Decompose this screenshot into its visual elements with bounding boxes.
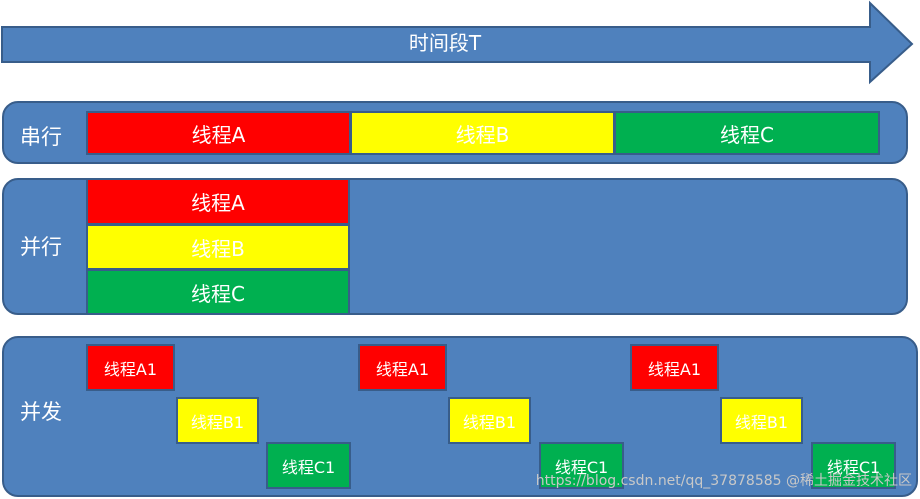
serial-thread-c: 线程C xyxy=(614,111,880,155)
concurrent-thread-b1: 线程B1 xyxy=(448,397,531,444)
concurrent-label: 并发 xyxy=(20,400,62,424)
concurrent-thread-a1: 线程A1 xyxy=(86,344,175,391)
concurrent-thread-c1: 线程C1 xyxy=(266,442,351,489)
parallel-label: 并行 xyxy=(20,235,62,259)
parallel-thread-b: 线程B xyxy=(86,224,350,270)
concurrent-thread-a1: 线程A1 xyxy=(358,344,447,391)
concurrent-thread-c1: 线程C1 xyxy=(539,442,624,489)
serial-thread-b: 线程B xyxy=(350,111,615,155)
serial-thread-a: 线程A xyxy=(86,111,351,155)
timeline-arrow xyxy=(1,0,914,85)
serial-label: 串行 xyxy=(20,125,62,149)
concurrent-thread-b1: 线程B1 xyxy=(176,397,259,444)
concurrent-thread-a1: 线程A1 xyxy=(630,344,719,391)
concurrent-thread-c1: 线程C1 xyxy=(811,442,896,489)
timeline-label: 时间段T xyxy=(408,31,482,55)
parallel-thread-c: 线程C xyxy=(86,269,350,315)
watermark: https://blog.csdn.net/qq_37878585 @稀土掘金技… xyxy=(535,473,912,489)
parallel-thread-a: 线程A xyxy=(86,178,350,225)
concurrent-thread-b1: 线程B1 xyxy=(720,397,803,444)
